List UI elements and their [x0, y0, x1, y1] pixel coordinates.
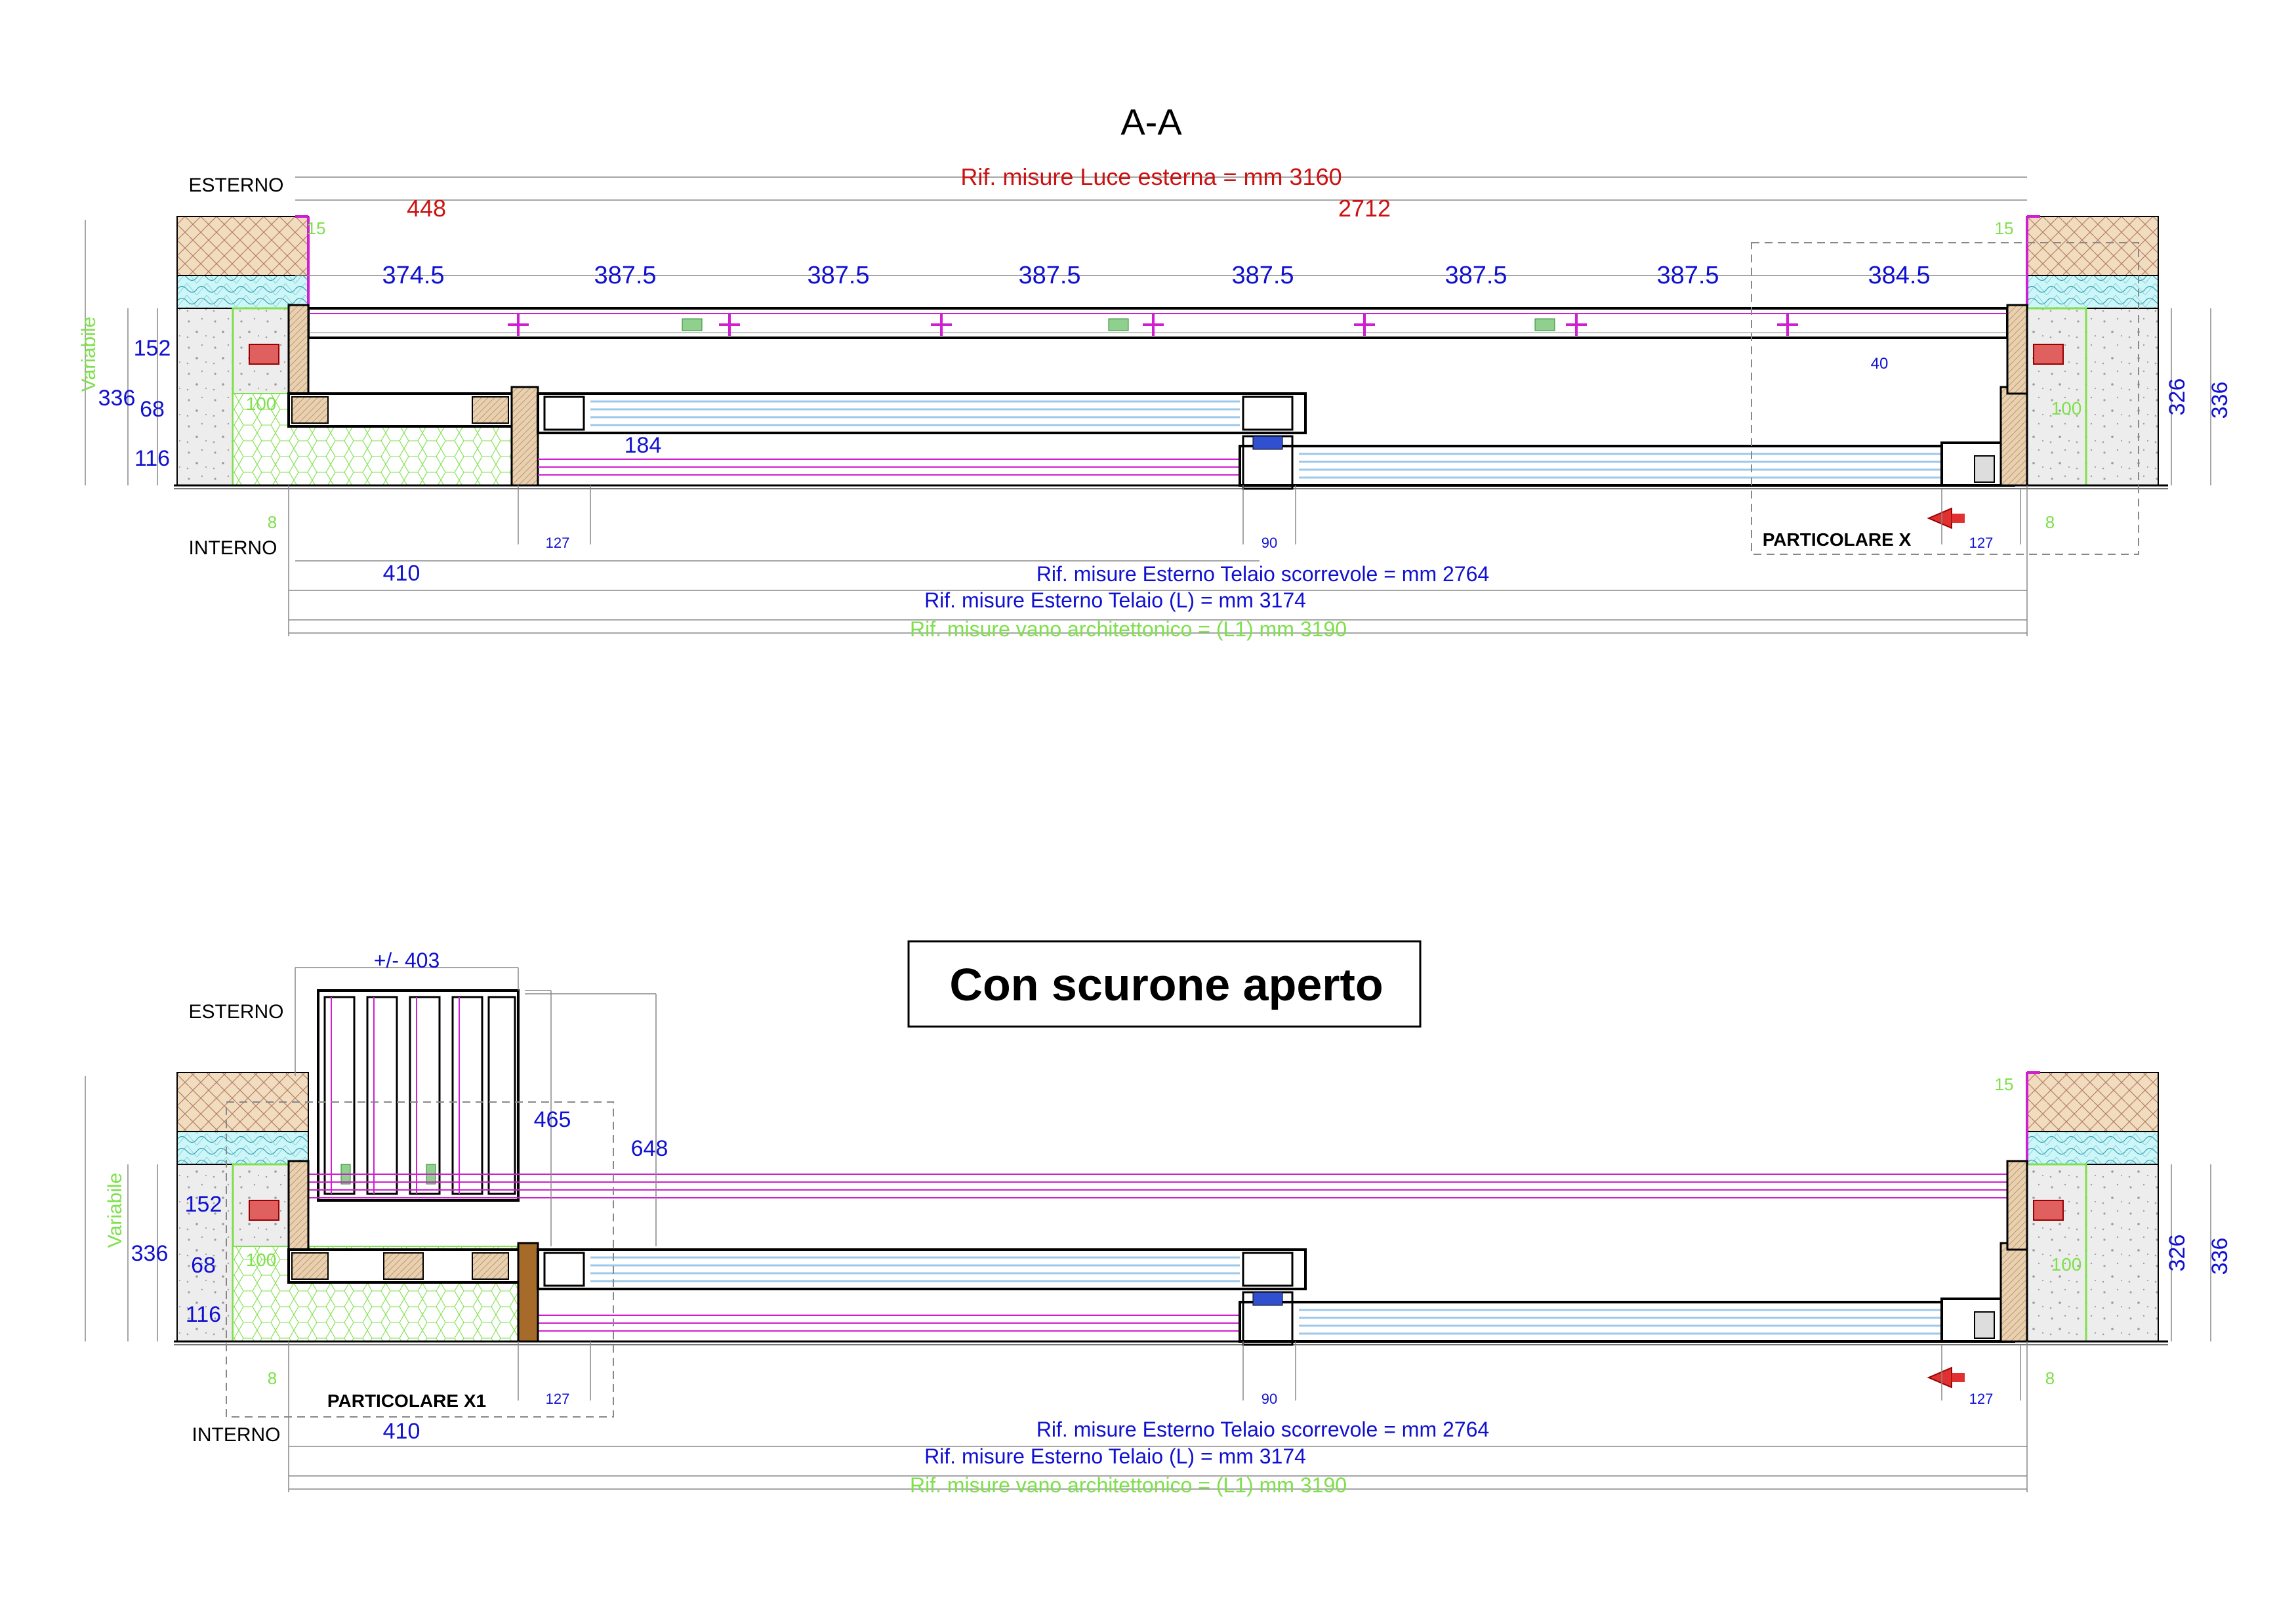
section-b-dim-8-right: 8: [2045, 1368, 2055, 1388]
section-b-vano: Rif. misure vano architettonico = (L1) m…: [910, 1473, 1347, 1497]
section-a-dim-40: 40: [1871, 355, 1889, 373]
sliding-panel-2: [1239, 1301, 2009, 1343]
particolare-x1-box: [226, 1101, 614, 1418]
section-b-dim-8-left: 8: [268, 1368, 277, 1388]
sliding-panel-1: [537, 392, 1307, 434]
section-a-dim-8-right: 8: [2045, 512, 2055, 532]
section-b-dim-15-right: 15: [1995, 1074, 2014, 1094]
span-dim: 387.5: [1231, 262, 1294, 289]
section-b-geometry: [85, 967, 2211, 1492]
section-b-variabile: Variabile: [104, 1173, 126, 1248]
section-b-title-box: [907, 940, 1422, 1028]
section-b-telaio-l: Rif. misure Esterno Telaio (L) = mm 3174: [924, 1444, 1306, 1468]
section-b-dim-465: 465: [534, 1107, 571, 1132]
section-a-dim-152: 152: [134, 336, 171, 361]
span-dim: 384.5: [1868, 262, 1930, 289]
dim-448: 448: [407, 195, 446, 222]
section-b-esterno: ESTERNO: [188, 1001, 283, 1023]
section-b-dim-127-right: 127: [1969, 1391, 1994, 1407]
left-insulation: [176, 275, 309, 309]
section-a-dim-336: 336: [98, 386, 136, 411]
right-insulation: [2026, 1131, 2159, 1165]
folded-shutter: [317, 989, 520, 1202]
section-a-span-dims: 374.5 387.5 387.5 387.5 387.5 387.5 387.…: [382, 262, 1930, 289]
right-arrow: [1927, 507, 1952, 529]
section-a-dim-90: 90: [1261, 535, 1277, 551]
shutter-hinges: [508, 314, 1798, 336]
section-a-dim-336-right: 336: [2207, 382, 2232, 419]
section-b-dim-116: 116: [186, 1302, 221, 1327]
section-a-dim-68: 68: [140, 397, 165, 422]
section-a-dim-184: 184: [625, 433, 662, 458]
sliding-panel-2: [1239, 445, 2009, 487]
left-lock: [249, 344, 279, 365]
section-a-telaio-l: Rif. misure Esterno Telaio (L) = mm 3174: [924, 588, 1306, 612]
section-b-dim-336: 336: [131, 1241, 169, 1266]
span-dim: 387.5: [1018, 262, 1080, 289]
particolare-x1-label: PARTICOLARE X1: [327, 1391, 486, 1411]
right-jamb: [1999, 386, 2028, 487]
wood-post: [517, 1242, 539, 1343]
section-a-geometry: [85, 176, 2211, 636]
section-b-interno: INTERNO: [192, 1424, 281, 1446]
section-b-dim-403: +/- 403: [374, 949, 440, 972]
section-a-dim-116: 116: [134, 446, 170, 471]
section-b-dim-90: 90: [1261, 1391, 1277, 1407]
section-b-dim-326: 326: [2165, 1235, 2190, 1272]
right-concrete: [2026, 1164, 2159, 1342]
section-a-interno: INTERNO: [189, 537, 277, 559]
sliding-panel-1: [537, 1248, 1307, 1290]
section-b-dim-lines: [85, 967, 2211, 1492]
section-a-dim-lines: [85, 176, 2211, 636]
span-dim: 387.5: [1656, 262, 1719, 289]
span-dim: 387.5: [594, 262, 656, 289]
section-a-dim-326: 326: [2165, 378, 2190, 416]
left-brick-wall: [176, 216, 309, 276]
section-a-title: A-A: [1120, 101, 1182, 142]
section-b-dim-100-right: 100: [2051, 1254, 2082, 1275]
right-lock: [2033, 344, 2064, 365]
section-b-title: Con scurone aperto: [949, 959, 1383, 1010]
section-b-dim-152: 152: [185, 1192, 222, 1217]
section-b-dim-100-left: 100: [246, 1250, 277, 1270]
left-jamb: [287, 304, 310, 395]
luce-esterna-label: Rif. misure Luce esterna = mm 3160: [960, 163, 1342, 190]
section-a-telaio-scorrevole: Rif. misure Esterno Telaio scorrevole = …: [1036, 562, 1489, 586]
section-a-vano: Rif. misure vano architettonico = (L1) m…: [910, 617, 1347, 641]
left-insulation: [176, 1131, 309, 1165]
section-a-esterno: ESTERNO: [188, 174, 283, 196]
section-b-dim-648: 648: [631, 1136, 668, 1161]
particolare-x-box: [1751, 242, 2139, 555]
section-a-dim-8-left: 8: [268, 512, 277, 532]
span-dim: 387.5: [807, 262, 869, 289]
section-b-dim-127-left: 127: [546, 1391, 570, 1407]
shutter-bar: [307, 307, 2009, 339]
right-brick-wall: [2026, 1072, 2159, 1132]
section-a-variabile: Variabile: [78, 317, 100, 392]
section-a-dim-410: 410: [383, 561, 420, 586]
section-b-dim-68: 68: [191, 1253, 216, 1278]
span-dim: 374.5: [382, 262, 444, 289]
section-a-dim-127-right: 127: [1969, 535, 1994, 551]
span-dim: 387.5: [1445, 262, 1507, 289]
left-frame-post: [510, 386, 539, 487]
dim-2712: 2712: [1338, 195, 1391, 222]
section-a-dim-127-left: 127: [546, 535, 570, 551]
section-b-telaio-scorrevole: Rif. misure Esterno Telaio scorrevole = …: [1036, 1418, 1489, 1441]
section-b-dim-336-right: 336: [2207, 1238, 2232, 1275]
particolare-x-label: PARTICOLARE X: [1763, 529, 1912, 550]
section-b-dim-410: 410: [383, 1419, 420, 1444]
section-a-dim-15-left: 15: [307, 218, 326, 238]
section-a-dim-15-right: 15: [1995, 218, 2014, 238]
section-a-dim-100-right: 100: [2051, 398, 2082, 419]
section-a-dim-100-left: 100: [246, 394, 277, 414]
